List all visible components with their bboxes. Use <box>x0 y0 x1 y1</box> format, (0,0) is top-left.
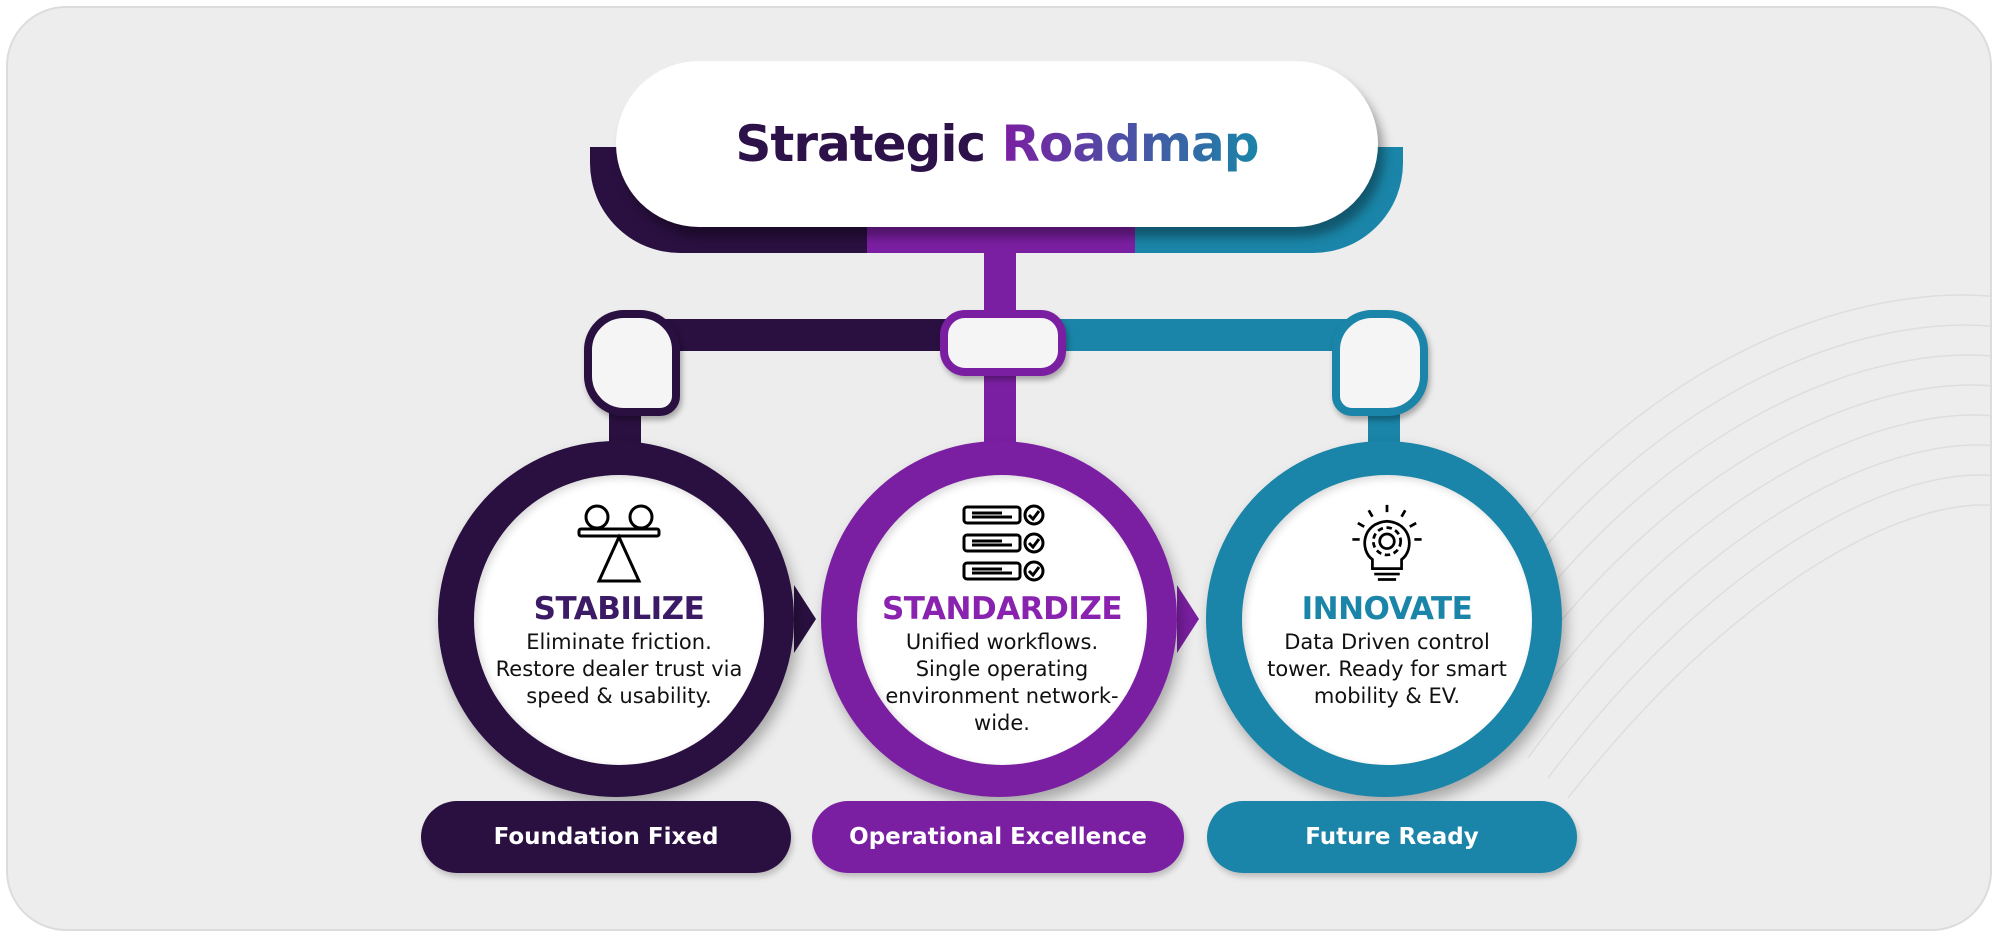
outcome-pill-operational-excellence: Operational Excellence <box>812 801 1184 873</box>
stage-heading: STANDARDIZE <box>881 591 1123 627</box>
stage-heading: STABILIZE <box>533 591 705 627</box>
stage-description: Data Driven control tower. Ready for sma… <box>1267 630 1507 708</box>
title-text-part2: Roadmap <box>1001 115 1260 173</box>
outcome-pill-foundation-fixed: Foundation Fixed <box>421 801 791 873</box>
stage-description: Unified workflows. Single operating envi… <box>885 630 1119 735</box>
lightbulb-gear-icon <box>1352 504 1422 581</box>
outcome-pill-future-ready: Future Ready <box>1207 801 1577 873</box>
arrow-right-1 <box>794 585 816 653</box>
stage-innovate: INNOVATE Data Driven control tower. Read… <box>1206 441 1562 797</box>
stage-stabilize: STABILIZE Eliminate friction. Restore de… <box>438 441 794 797</box>
stage-heading: INNOVATE <box>1301 591 1473 627</box>
stage-standardize: STANDARDIZE Unified workflows. Single op… <box>821 441 1177 797</box>
elbow-joint-right <box>1332 310 1428 416</box>
stage-description: Eliminate friction. Restore dealer trust… <box>495 630 743 708</box>
title-banner: Strategic Roadmap <box>616 61 1378 227</box>
connector-left <box>625 319 999 351</box>
checklist-icon <box>962 504 1045 582</box>
arrow-right-2 <box>1177 585 1199 653</box>
balance-scale-icon <box>577 504 661 583</box>
tee-joint-center <box>940 310 1066 376</box>
elbow-joint-left <box>584 310 680 416</box>
title-text-part1: Strategic <box>735 115 986 173</box>
